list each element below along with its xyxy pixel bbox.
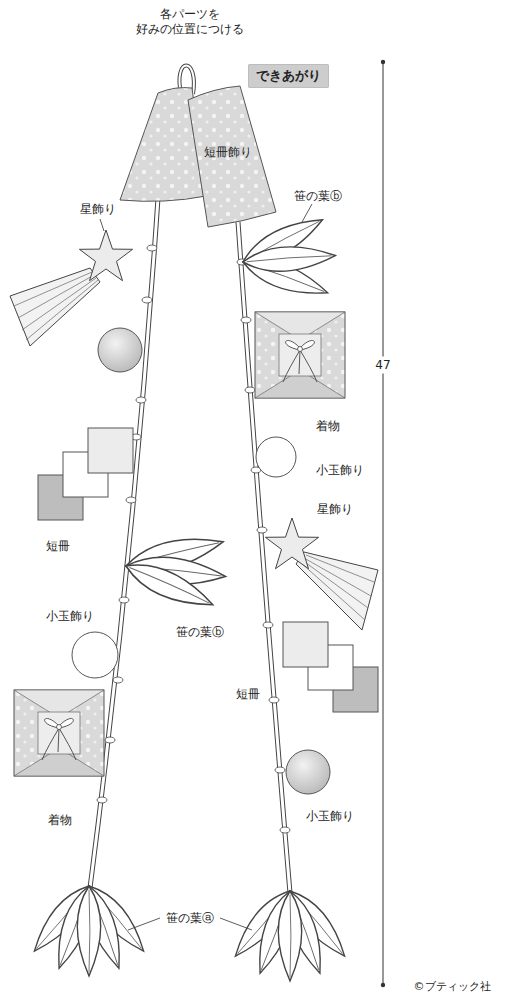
leaves-b-right [238,209,337,303]
part-name: 着物 [316,419,340,434]
cords-part [90,198,158,888]
leaves-a-right [227,884,353,981]
leader-lines-part [220,918,252,930]
cord-ties-part [275,767,285,773]
ball-left-upper-part [98,328,142,372]
part-name: 星飾り [80,202,116,217]
dimension-line-part [381,983,385,987]
kimono-left [14,690,104,776]
ball-right-upper-part [256,437,296,477]
tanzaku-left [38,428,133,520]
star-left-part [10,268,100,346]
cord-ties-part [257,527,267,533]
leader-lines-part [128,918,160,930]
cord-ties-part [245,387,255,393]
cord-ties-part [142,297,152,303]
cord-ties-part [269,697,279,703]
kimono-left-part [14,690,104,776]
part-name: 笹の葉ⓑ [176,625,224,640]
cord-ties-part [241,317,251,323]
dimension-line-part [383,62,384,985]
tanzaku-right [283,622,378,712]
part-name: 星飾り [317,502,353,517]
cords-part [90,198,158,888]
cord-ties-part [280,827,290,833]
cords [90,198,290,893]
dimension-line [381,60,385,987]
star-left-part [79,230,132,281]
ball-left-lower [72,632,118,678]
part-name: 小玉飾り [306,809,354,824]
ball-left-lower-part [72,632,118,678]
cord-ties-part [119,597,129,603]
star-right-part [265,518,318,569]
star-right-part [296,552,378,630]
leader-lines [100,204,312,930]
leader-lines-part [302,204,312,222]
leaves-a-left [26,879,152,976]
star-right [265,518,378,630]
kimono-right [255,312,345,398]
part-name: 着物 [48,813,72,828]
leaves-a-left-part [77,886,100,976]
part-name: 笹の葉ⓐ [166,911,214,926]
cord-ties-part [147,245,157,251]
star-left-part [14,272,98,340]
leaves-b-left [121,529,227,616]
part-name: 短冊 [236,687,260,702]
part-name: 笹の葉ⓑ [294,189,342,204]
badge-text: できあがり [248,64,329,88]
kimono-right-part [255,312,345,398]
dimension-value: 47 [373,357,392,374]
instruction-note: 各パーツを 好みの位置につける [128,7,252,37]
leaves-a-right-part [278,891,301,981]
cord-ties-part [126,497,136,503]
part-name: 小玉飾り [316,463,364,478]
copyright: ©ブティック社 [414,980,491,994]
ball-right-lower-part [286,750,330,794]
tanzaku-left-part [88,428,133,473]
leaves-b-left-part [121,555,218,616]
ball-right-lower [286,750,330,794]
cord-ties-part [97,797,107,803]
cord-ties-part [105,737,115,743]
star-right-part [300,555,374,620]
cord-ties-part [113,677,123,683]
part-name: 短冊飾り [204,145,252,160]
tanzaku-decoration [120,86,276,227]
leaves-b-right-part [242,244,336,274]
ball-right-upper [256,437,296,477]
title-badge: できあがり [248,64,329,88]
cord-ties-part [263,622,273,628]
tanzaku-right-part [283,622,328,667]
tanzaku-decoration-part [188,86,276,227]
cord-ties-part [136,397,146,403]
leader-lines-part [100,219,104,231]
ball-left-upper [98,328,142,372]
dimension-line-part [381,60,385,64]
part-name: 短冊 [46,539,70,554]
part-name: 小玉飾り [46,609,94,624]
